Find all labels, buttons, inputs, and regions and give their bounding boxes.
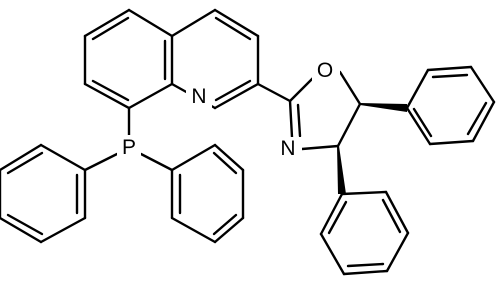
atom-label-n-oxazoline: N xyxy=(276,137,302,161)
link-bond xyxy=(256,82,292,103)
svg-text:O: O xyxy=(317,59,333,82)
phenyl-ring-c4 xyxy=(319,190,410,276)
quinoline-benzo-ring xyxy=(83,8,174,110)
atom-label-p: P xyxy=(117,135,141,159)
phenyl-ring-p-right xyxy=(170,143,245,244)
p-phenyl-right-bond xyxy=(139,152,174,172)
stereo-wedge-c5 xyxy=(360,103,407,112)
atom-label-n-quinoline: N xyxy=(186,84,212,108)
phenyl-ring-c5 xyxy=(405,65,496,146)
svg-text:N: N xyxy=(191,85,206,108)
stereo-wedge-c4 xyxy=(337,146,346,194)
svg-text:N: N xyxy=(280,137,295,160)
oxazoline-ring xyxy=(288,70,362,151)
svg-text:P: P xyxy=(122,136,136,159)
quinoline-pyridine-ring xyxy=(170,8,260,110)
p-phenyl-left-bond xyxy=(83,152,119,172)
phenyl-ring-p-left xyxy=(0,143,87,244)
atom-label-o-oxazoline: O xyxy=(312,59,340,83)
